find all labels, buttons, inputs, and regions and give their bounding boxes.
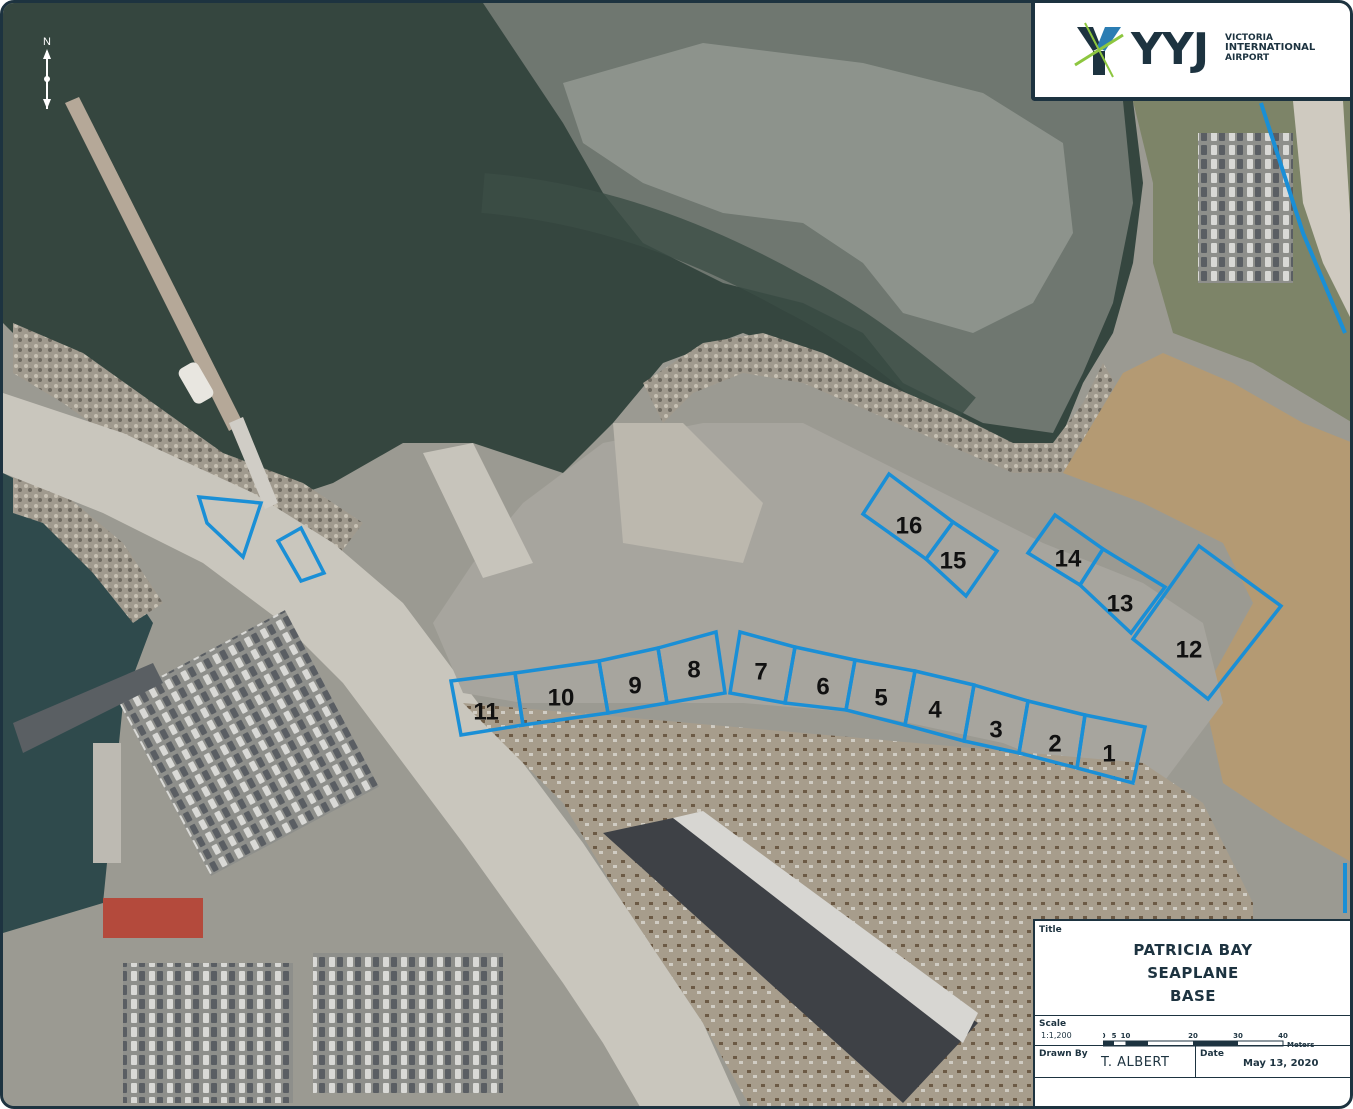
boat-ramp <box>423 443 533 578</box>
lot-6-label: 6 <box>816 673 829 700</box>
gangway <box>229 417 278 509</box>
small-lot-east <box>275 525 327 584</box>
ferry-ramp <box>103 898 203 938</box>
lot-13-label: 13 <box>1107 590 1134 617</box>
scale-tick-40: 40 <box>1278 1032 1288 1040</box>
dock-west <box>93 743 121 863</box>
scale-tick-5: 5 <box>1112 1032 1117 1040</box>
small-lot-west <box>196 495 264 561</box>
date-label: Date <box>1200 1049 1224 1059</box>
shoreline-rocks <box>643 333 1115 473</box>
lot-16-outline <box>860 471 956 562</box>
lot-11-outline <box>448 671 525 737</box>
scale-ratio: 1:1,200 <box>1041 1031 1072 1040</box>
channel <box>481 173 976 429</box>
north-label: N <box>43 36 51 48</box>
title-line1: PATRICIA BAY <box>1133 941 1253 959</box>
warehouse-roof-light <box>673 811 978 1043</box>
warehouse-roof <box>603 818 978 1103</box>
title-line3: BASE <box>1169 987 1217 1005</box>
scale-label: Scale <box>1039 1019 1067 1029</box>
parking-lot-south <box>123 963 293 1103</box>
lot-14-label: 14 <box>1055 545 1082 572</box>
floating-dock <box>13 663 163 753</box>
drawn-by-label: Drawn By <box>1039 1049 1088 1059</box>
logo-code: YYJ <box>1131 24 1209 75</box>
lot-10-label: 10 <box>548 684 575 711</box>
lot-11-label: 11 <box>473 698 498 725</box>
lot-7-outline <box>727 629 798 706</box>
lot-12-label: 12 <box>1176 636 1203 663</box>
lot-12-outline <box>1130 543 1284 702</box>
lot-7-label: 7 <box>754 658 767 685</box>
logo-name: VICTORIA INTERNATIONAL AIRPORT <box>1225 33 1315 63</box>
lot-9-label: 9 <box>628 672 641 699</box>
breakwater-west <box>13 473 163 623</box>
title-line2: SEAPLANE <box>1147 964 1239 982</box>
map-title: PATRICIA BAY SEAPLANE BASE <box>1035 939 1350 1008</box>
property-boundary <box>1259 102 1347 913</box>
parking-lot-west <box>117 610 379 876</box>
scale-tick-20: 20 <box>1188 1032 1198 1040</box>
north-arrow: N <box>43 36 51 109</box>
title-block: Title PATRICIA BAY SEAPLANE BASE Scale 1… <box>1033 919 1350 1106</box>
logo-name-line2: INTERNATIONAL <box>1225 42 1316 53</box>
scale-tick-10: 10 <box>1121 1032 1131 1040</box>
lot-8-label: 8 <box>687 656 700 683</box>
grass-field <box>1063 353 1350 862</box>
lot-3-label: 3 <box>989 716 1002 743</box>
logo-panel: YYJ VICTORIA INTERNATIONAL AIRPORT <box>1031 3 1350 101</box>
scale-tick-30: 30 <box>1233 1032 1243 1040</box>
lot-5-label: 5 <box>874 684 887 711</box>
sand-bar <box>563 43 1073 333</box>
parking-lot-southeast <box>313 953 503 1093</box>
long-pier <box>65 97 243 431</box>
lot-1-label: 1 <box>1102 740 1115 767</box>
logo-name-line3: AIRPORT <box>1225 53 1270 63</box>
title-label: Title <box>1039 925 1062 935</box>
highway <box>1293 101 1350 317</box>
lot-15-label: 15 <box>940 547 967 574</box>
lot-4-label: 4 <box>928 696 942 723</box>
lot-2-label: 2 <box>1048 730 1061 757</box>
moored-boat <box>178 362 214 404</box>
date-value: May 13, 2020 <box>1243 1058 1319 1069</box>
road <box>3 393 741 1106</box>
scale-tick-0: 0 <box>1103 1032 1106 1040</box>
yyj-logo-icon <box>1074 22 1124 78</box>
pier-structure <box>613 423 763 563</box>
lot-14-outline <box>1025 512 1106 588</box>
lot-16-label: 16 <box>896 512 923 539</box>
logo-name-line1: VICTORIA <box>1225 33 1273 43</box>
drawn-by-value: T. ALBERT <box>1101 1055 1170 1070</box>
